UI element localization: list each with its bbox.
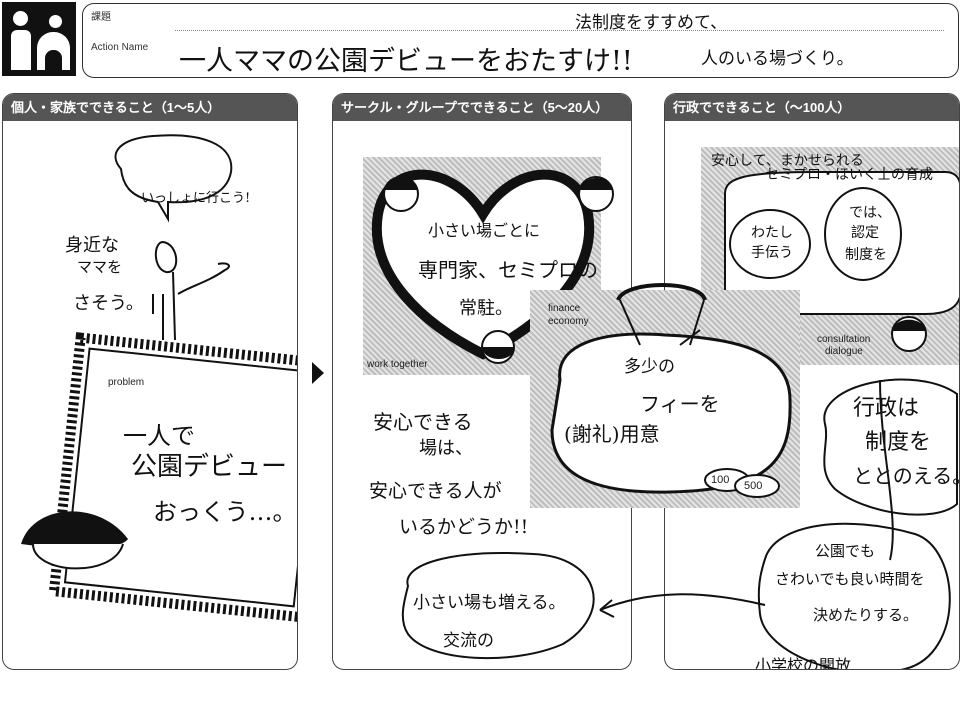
- finance-label: finance: [548, 303, 581, 314]
- heart-text-3: 常駐。: [459, 298, 513, 319]
- purse-text-3: (謝礼)用意: [564, 422, 660, 446]
- dialogue-label: dialogue: [825, 346, 863, 357]
- body-text-1: 安心できる: [373, 410, 473, 434]
- school-text: 小学校の開放: [755, 656, 852, 670]
- top-text-2: セミプロ・ほいく士の育成: [765, 167, 933, 183]
- arrow-right-icon: [312, 362, 324, 384]
- note-line-1: 法制度をすすめて、: [575, 13, 728, 33]
- problem-text-1: 一人で: [123, 422, 195, 450]
- column-individual: 個人・家族でできること（1〜5人） いっしょに行こう! 身近な ママを さそう。…: [2, 93, 298, 670]
- park-text-3: 決めたりする。: [813, 606, 919, 624]
- problem-label: problem: [108, 377, 145, 388]
- bubble-right-1: では、: [849, 205, 891, 221]
- dotted-divider: [175, 30, 944, 31]
- purse-text-2: フィーを: [640, 392, 720, 416]
- column-1-sketch: [21, 134, 297, 623]
- side-text-2: ママを: [77, 258, 123, 276]
- purse-text-1: 多少の: [624, 357, 675, 377]
- heart-text-1: 小さい場ごとに: [428, 221, 541, 240]
- column-heading: 行政でできること（〜100人）: [665, 94, 959, 121]
- logo: [2, 2, 76, 76]
- admin-text-3: ととのえる。: [853, 464, 959, 488]
- action-name-label: Action Name: [91, 42, 149, 53]
- consultation-label: consultation: [817, 334, 871, 345]
- problem-text-2: 公園デビュー: [131, 452, 288, 482]
- side-text-3: さそう。: [73, 293, 144, 314]
- title-box: 課題 Action Name 一人ママの公園デビューをおたすけ!! 法制度をすす…: [82, 3, 959, 78]
- side-text-1: 身近な: [65, 235, 119, 256]
- work-together-label: work together: [367, 359, 428, 370]
- body-text-2: 場は、: [419, 438, 473, 459]
- admin-text-1: 行政は: [853, 396, 920, 421]
- bubble-text-1: 小さい場も増える。: [413, 593, 566, 613]
- note-line-2: 人のいる場づくり。: [701, 49, 854, 69]
- coin-500: 500: [744, 480, 763, 492]
- economy-label: economy: [548, 316, 589, 327]
- bubble-text-2: 交流の: [443, 631, 494, 651]
- bubble-left-2: 手伝う: [751, 245, 793, 261]
- bubble-right-2: 認定: [851, 225, 879, 241]
- admin-text-2: 制度を: [865, 430, 932, 455]
- problem-text-3: おっくう…。: [153, 498, 297, 526]
- top-text-1: 安心して、まかせられる: [711, 153, 864, 169]
- park-text-2: さわいでも良い時間を: [775, 570, 925, 588]
- main-title: 一人ママの公園デビューをおたすけ!!: [179, 46, 633, 77]
- bubble-left-1: わたし: [751, 225, 793, 241]
- coin-100: 100: [711, 474, 730, 486]
- park-text-1: 公園でも: [815, 542, 876, 560]
- bubble-right-3: 制度を: [845, 247, 887, 263]
- body-text-4: いるかどうか!!: [399, 516, 529, 538]
- column-heading: 個人・家族でできること（1〜5人）: [3, 94, 297, 121]
- heart-text-2: 専門家、セミプロの: [418, 258, 598, 282]
- body-text-3: 安心できる人が: [369, 480, 502, 502]
- column-heading: サークル・グループでできること（5〜20人）: [333, 94, 631, 121]
- kadai-label: 課題: [91, 12, 111, 23]
- speech-text: いっしょに行こう!: [141, 191, 251, 206]
